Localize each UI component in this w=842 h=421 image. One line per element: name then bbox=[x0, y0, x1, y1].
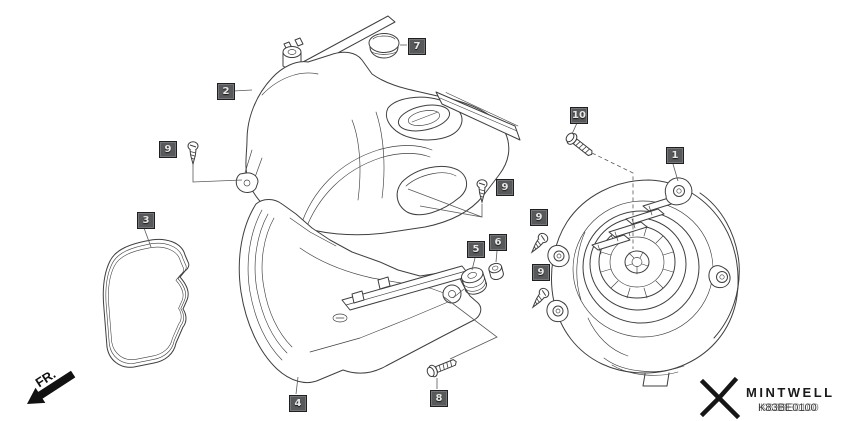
bolt-8-icon bbox=[424, 355, 459, 380]
callout-4[interactable]: 4 bbox=[289, 395, 307, 412]
grommet-5-icon bbox=[460, 267, 488, 295]
cap-icon bbox=[368, 33, 400, 59]
callout-9d[interactable]: 9 bbox=[532, 264, 550, 281]
callout-1[interactable]: 1 bbox=[666, 147, 684, 164]
callout-9c[interactable]: 9 bbox=[530, 209, 548, 226]
callout-9a[interactable]: 9 bbox=[159, 141, 177, 158]
callout-6[interactable]: 6 bbox=[489, 234, 507, 251]
front-direction-arrow: FR. bbox=[27, 366, 76, 404]
callout-5[interactable]: 5 bbox=[467, 241, 485, 258]
callout-9b[interactable]: 9 bbox=[496, 179, 514, 196]
bolt-10-icon bbox=[563, 130, 596, 160]
callout-10[interactable]: 10 bbox=[570, 107, 588, 124]
fan-cover-drawing bbox=[546, 177, 740, 387]
mintwell-logo-icon bbox=[699, 376, 741, 420]
screw-9-left-icon bbox=[187, 141, 199, 165]
brand-name: MINTWELL bbox=[746, 385, 835, 400]
seal-drawing bbox=[102, 238, 190, 368]
leader-lines bbox=[143, 44, 679, 395]
lower-shroud-drawing bbox=[238, 199, 482, 383]
upper-shroud-drawing bbox=[235, 15, 521, 236]
screw-9-right-top-icon bbox=[527, 231, 551, 256]
brand-watermark: MINTWELL K83BE0100 K83BE0100 bbox=[699, 376, 835, 420]
collar-6-icon bbox=[488, 262, 504, 281]
part-code-ghost: K83BE0100 bbox=[760, 402, 819, 414]
callout-8[interactable]: 8 bbox=[430, 390, 448, 407]
part-code: K83BE0100 bbox=[758, 402, 817, 414]
callout-3[interactable]: 3 bbox=[137, 212, 155, 229]
callout-2[interactable]: 2 bbox=[217, 83, 235, 100]
callout-7[interactable]: 7 bbox=[408, 38, 426, 55]
